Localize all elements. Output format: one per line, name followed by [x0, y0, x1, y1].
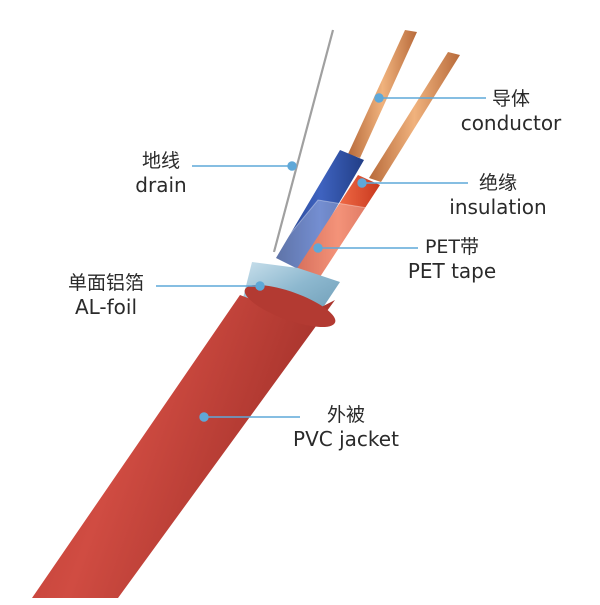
copper-conductor-right: [369, 52, 460, 182]
leader-dot-conductor: [374, 93, 384, 103]
callout-conductor-en: conductor: [460, 111, 562, 136]
callout-al-foil-en: AL-foil: [74, 295, 138, 320]
callout-pet-tape-en: PET tape: [407, 259, 497, 284]
leader-dot-al-foil: [255, 281, 265, 291]
drain-wire: [272, 29, 335, 253]
callout-pvc-jacket: 外被 PVC jacket: [286, 404, 406, 452]
callout-al-foil: 单面铝箔 AL-foil: [54, 272, 158, 320]
callout-pvc-jacket-zh: 外被: [326, 404, 365, 426]
callout-drain-zh: 地线: [141, 150, 180, 172]
callout-conductor-zh: 导体: [491, 88, 530, 110]
callout-conductor: 导体 conductor: [454, 88, 568, 136]
copper-conductor-left: [348, 30, 417, 158]
callout-insulation-en: insulation: [449, 195, 547, 220]
pvc-jacket-cut-edge: [244, 284, 336, 328]
callout-insulation: 绝缘 insulation: [440, 172, 556, 220]
callout-pvc-jacket-en: PVC jacket: [293, 427, 399, 452]
callout-pet-tape-zh: PET带: [424, 236, 480, 258]
leader-dot-drain: [287, 161, 297, 171]
leader-dot-insulation: [357, 178, 367, 188]
callout-insulation-zh: 绝缘: [478, 172, 517, 194]
callout-al-foil-zh: 单面铝箔: [67, 272, 144, 294]
callout-pet-tape: PET带 PET tape: [400, 236, 504, 284]
callout-drain-en: drain: [135, 173, 187, 198]
callout-drain: 地线 drain: [130, 150, 192, 198]
red-insulation-core: [296, 175, 380, 280]
pvc-jacket-body: [32, 295, 335, 598]
blue-insulation-core: [276, 150, 364, 270]
leader-dot-pet-tape: [313, 243, 323, 253]
leader-dot-pvc-jacket: [199, 412, 209, 422]
